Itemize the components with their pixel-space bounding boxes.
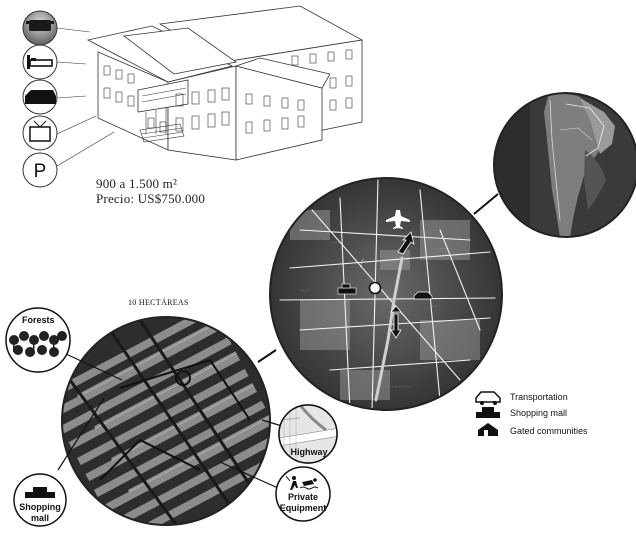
airplane-icon xyxy=(386,210,410,229)
legend-transportation: Transportation xyxy=(510,392,568,402)
shopping-mall-marker xyxy=(337,283,357,295)
building-drawing xyxy=(86,5,364,161)
connector-city-site xyxy=(257,349,277,363)
highway-callout xyxy=(278,404,338,464)
cooking-pot-icon xyxy=(22,10,58,46)
svg-text:·······: ······· xyxy=(330,240,341,245)
private-label-line1: Private xyxy=(288,492,318,502)
mall-callout-icon xyxy=(25,487,55,498)
neighbourhood-satellite-map xyxy=(61,316,271,526)
legend-shopping-mall: Shopping mall xyxy=(510,408,568,418)
sofa-icon xyxy=(22,79,58,115)
car-icon xyxy=(475,391,501,405)
svg-text:······: ······ xyxy=(358,257,367,269)
south-america-map xyxy=(493,92,636,238)
highway-arrow-bottom xyxy=(390,305,402,339)
svg-text:··············: ·············· xyxy=(390,384,411,389)
parking-icon: P xyxy=(22,152,58,188)
amenity-connectors xyxy=(56,27,115,167)
price-text: Precio: US$750.000 xyxy=(96,191,206,206)
bed-icon xyxy=(22,44,58,80)
site-area-title: 10 HECTÁREAS xyxy=(128,298,189,307)
svg-text:······: ······ xyxy=(430,304,439,309)
tennis-player-icon xyxy=(285,475,298,490)
highway-label: Highway xyxy=(290,447,327,457)
callout-connectors xyxy=(57,353,283,489)
shopping-mall-callout xyxy=(13,473,67,527)
connector-region-city xyxy=(473,193,499,215)
house-icon xyxy=(478,423,498,436)
site-marker: ······ xyxy=(358,257,382,295)
highway-arrow-top xyxy=(397,231,415,255)
legend xyxy=(475,391,501,436)
tv-icon xyxy=(22,115,58,151)
svg-text:······: ······ xyxy=(300,288,309,293)
building-windows xyxy=(103,49,353,143)
area-text: 900 a 1.500 m² xyxy=(96,176,178,191)
swimmer-icon xyxy=(299,478,319,490)
shopping-label-line2: mall xyxy=(31,513,49,523)
svg-text:P: P xyxy=(34,161,47,182)
shopping-label-line1: Shopping xyxy=(19,502,61,512)
private-equipment-callout xyxy=(275,466,331,522)
city-satellite-map: ··················· ····················… xyxy=(269,177,503,411)
legend-gated-communities: Gated communities xyxy=(510,426,588,436)
car-marker xyxy=(413,291,433,300)
svg-text:······: ······ xyxy=(440,246,449,251)
forests-label: Forests xyxy=(22,315,55,325)
trees-icon xyxy=(9,331,67,357)
forests-callout xyxy=(5,307,71,373)
private-label-line2: Equipment xyxy=(280,503,327,513)
mall-icon xyxy=(476,407,500,418)
